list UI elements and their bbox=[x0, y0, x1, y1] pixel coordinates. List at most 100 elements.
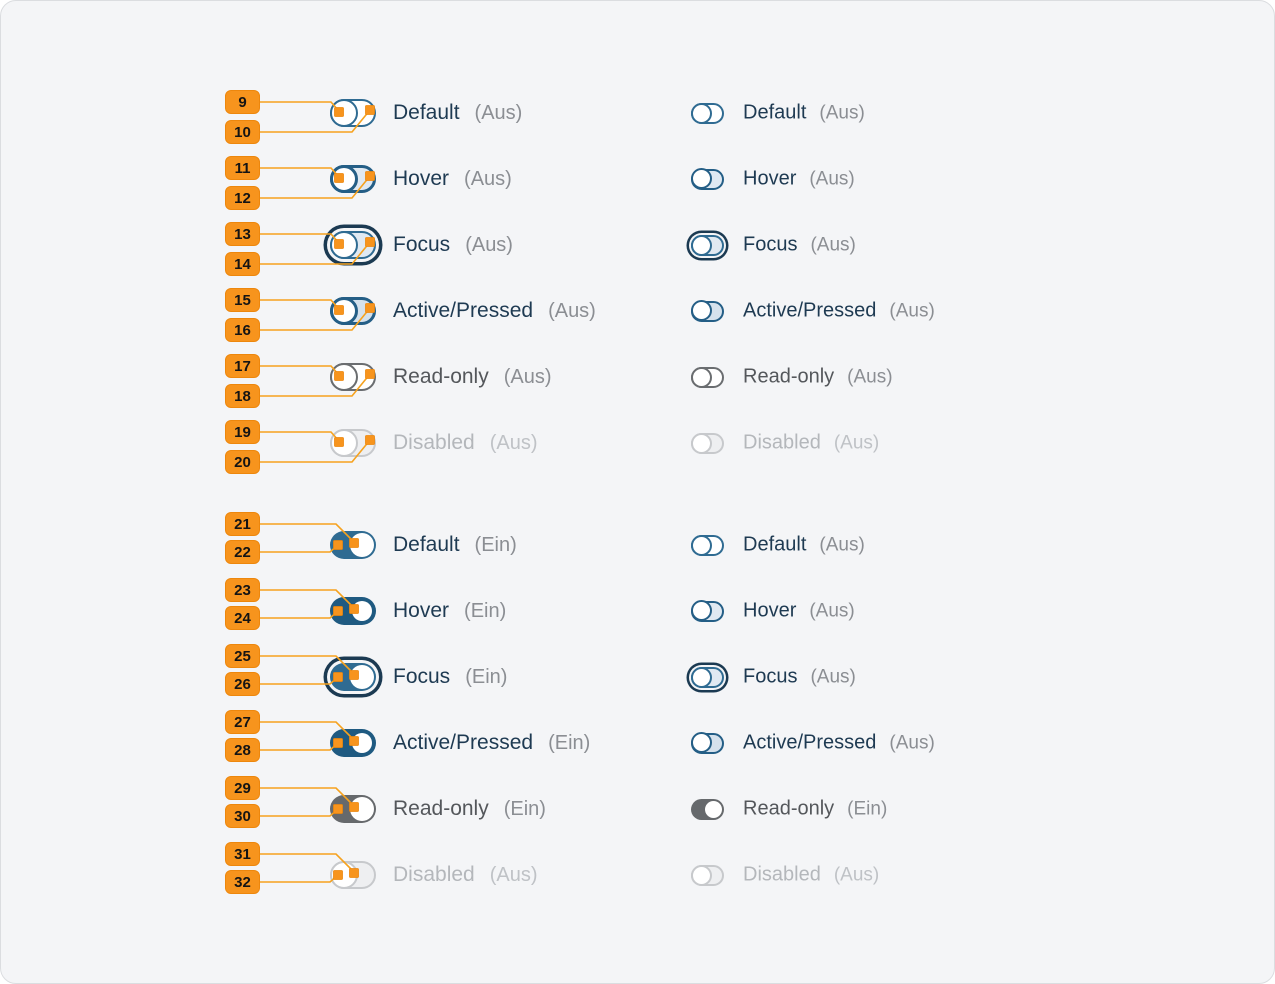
state-row-label: Active/Pressed(Aus) bbox=[393, 299, 596, 323]
toggle-knob-icon bbox=[330, 861, 358, 889]
annotation-badge: 19 bbox=[225, 420, 260, 444]
toggle-switch-hover-on[interactable] bbox=[330, 597, 376, 625]
toggle-switch-focus-off[interactable] bbox=[691, 666, 724, 688]
state-value: (Aus) bbox=[819, 102, 865, 124]
toggle-knob-icon bbox=[352, 733, 372, 753]
state-value: (Aus) bbox=[819, 534, 865, 556]
toggle-knob-icon bbox=[691, 864, 712, 886]
state-label: Active/Pressed bbox=[393, 299, 534, 322]
state-value: (Aus) bbox=[809, 600, 855, 622]
connector-line bbox=[260, 808, 339, 817]
state-label: Focus bbox=[743, 665, 798, 688]
toggle-knob-icon bbox=[690, 600, 712, 621]
state-row-label: Focus(Ein) bbox=[393, 665, 507, 689]
annotation-badge: 12 bbox=[225, 186, 260, 210]
state-row-label: Default(Aus) bbox=[743, 534, 865, 557]
toggle-knob-icon bbox=[330, 99, 358, 127]
toggle-knob-icon bbox=[330, 363, 358, 391]
state-value: (Aus) bbox=[489, 864, 538, 886]
toggle-switch-disabled-off[interactable] bbox=[691, 864, 724, 886]
connector-line bbox=[260, 167, 340, 178]
toggle-switch-disabled-off[interactable] bbox=[330, 429, 376, 457]
toggle-switch-hover-off[interactable] bbox=[690, 600, 724, 622]
toggle-knob-icon bbox=[350, 533, 374, 557]
annotation-badge: 23 bbox=[225, 578, 260, 602]
toggle-knob-icon bbox=[690, 168, 712, 189]
annotation-badge: 10 bbox=[225, 120, 260, 144]
annotation-badge: 31 bbox=[225, 842, 260, 866]
toggle-switch-disabled-off[interactable] bbox=[330, 861, 376, 889]
toggle-knob-icon bbox=[705, 800, 722, 818]
state-label: Active/Pressed bbox=[393, 731, 534, 754]
state-label: Focus bbox=[393, 665, 451, 688]
annotation-badge: 32 bbox=[225, 870, 260, 894]
toggle-knob-icon bbox=[352, 601, 372, 621]
toggle-switch-focus-on[interactable] bbox=[330, 663, 376, 691]
toggle-switch-readonly-on[interactable] bbox=[691, 798, 724, 820]
state-row-label: Hover (Ein) bbox=[393, 599, 506, 623]
state-value: (Ein) bbox=[503, 798, 546, 820]
connector-line bbox=[260, 742, 339, 751]
state-value: (Aus) bbox=[503, 366, 552, 388]
annotation-badge: 25 bbox=[225, 644, 260, 668]
toggle-switch-active-on[interactable] bbox=[330, 729, 376, 757]
state-label: Read-only bbox=[743, 797, 835, 820]
state-label: Disabled bbox=[393, 431, 475, 454]
toggle-knob-icon bbox=[330, 429, 358, 457]
connector-line bbox=[260, 610, 339, 619]
toggle-switch-default-on[interactable] bbox=[330, 531, 376, 559]
connector-line bbox=[260, 101, 340, 112]
toggle-knob-icon bbox=[691, 366, 712, 388]
state-value: (Ein) bbox=[464, 600, 507, 622]
toggle-switch-hover-off[interactable] bbox=[330, 165, 376, 193]
state-row-label: Default (Aus) bbox=[743, 102, 865, 125]
toggle-switch-focus-off[interactable] bbox=[330, 231, 376, 259]
connector-line bbox=[260, 299, 340, 310]
state-value: (Ein) bbox=[474, 534, 517, 556]
state-value: (Aus) bbox=[810, 666, 856, 688]
state-value: (Aus) bbox=[809, 168, 855, 190]
state-label: Read-only bbox=[393, 365, 489, 388]
state-value: (Aus) bbox=[847, 366, 893, 388]
toggle-switch-default-off[interactable] bbox=[691, 534, 724, 556]
state-label: Disabled bbox=[743, 863, 821, 886]
toggle-switch-focus-off[interactable] bbox=[691, 234, 724, 256]
state-label: Disabled bbox=[393, 863, 475, 886]
toggle-knob-icon bbox=[691, 102, 712, 124]
state-label: Hover bbox=[393, 167, 450, 190]
state-row-label: Read-only(Ein) bbox=[393, 797, 546, 821]
state-label: Default bbox=[743, 101, 807, 124]
annotation-badge: 9 bbox=[225, 90, 260, 114]
state-label: Active/Pressed bbox=[743, 731, 877, 754]
toggle-switch-readonly-off[interactable] bbox=[330, 363, 376, 391]
state-row-label: Active/Pressed (Ein) bbox=[393, 731, 590, 755]
toggle-switch-default-off[interactable] bbox=[691, 102, 724, 124]
toggle-switch-readonly-on[interactable] bbox=[330, 795, 376, 823]
annotation-badge: 30 bbox=[225, 804, 260, 828]
toggle-switch-active-off[interactable] bbox=[690, 732, 724, 754]
toggle-switch-disabled-off[interactable] bbox=[691, 432, 724, 454]
toggle-knob-icon bbox=[330, 231, 358, 259]
annotation-badge: 28 bbox=[225, 738, 260, 762]
state-value: (Ein) bbox=[548, 732, 591, 754]
state-value: (Aus) bbox=[833, 864, 880, 886]
state-label: Hover bbox=[393, 599, 450, 622]
toggle-switch-active-off[interactable] bbox=[330, 297, 376, 325]
state-value: (Aus) bbox=[474, 102, 523, 124]
toggle-switch-active-off[interactable] bbox=[690, 300, 724, 322]
annotation-badge: 24 bbox=[225, 606, 260, 630]
toggle-switch-hover-off[interactable] bbox=[690, 168, 724, 190]
state-row-label: Hover(Aus) bbox=[743, 168, 855, 191]
state-row-label: Focus (Aus) bbox=[743, 666, 856, 689]
state-label: Default bbox=[393, 533, 460, 556]
state-row-label: Read-only(Aus) bbox=[743, 366, 893, 389]
toggle-switch-readonly-off[interactable] bbox=[691, 366, 724, 388]
annotation-badge: 21 bbox=[225, 512, 260, 536]
state-label: Focus bbox=[393, 233, 451, 256]
state-value: (Aus) bbox=[833, 432, 880, 454]
connector-line bbox=[260, 874, 339, 883]
toggle-switch-default-off[interactable] bbox=[330, 99, 376, 127]
state-label: Active/Pressed bbox=[743, 299, 877, 322]
connector-line bbox=[260, 676, 339, 685]
